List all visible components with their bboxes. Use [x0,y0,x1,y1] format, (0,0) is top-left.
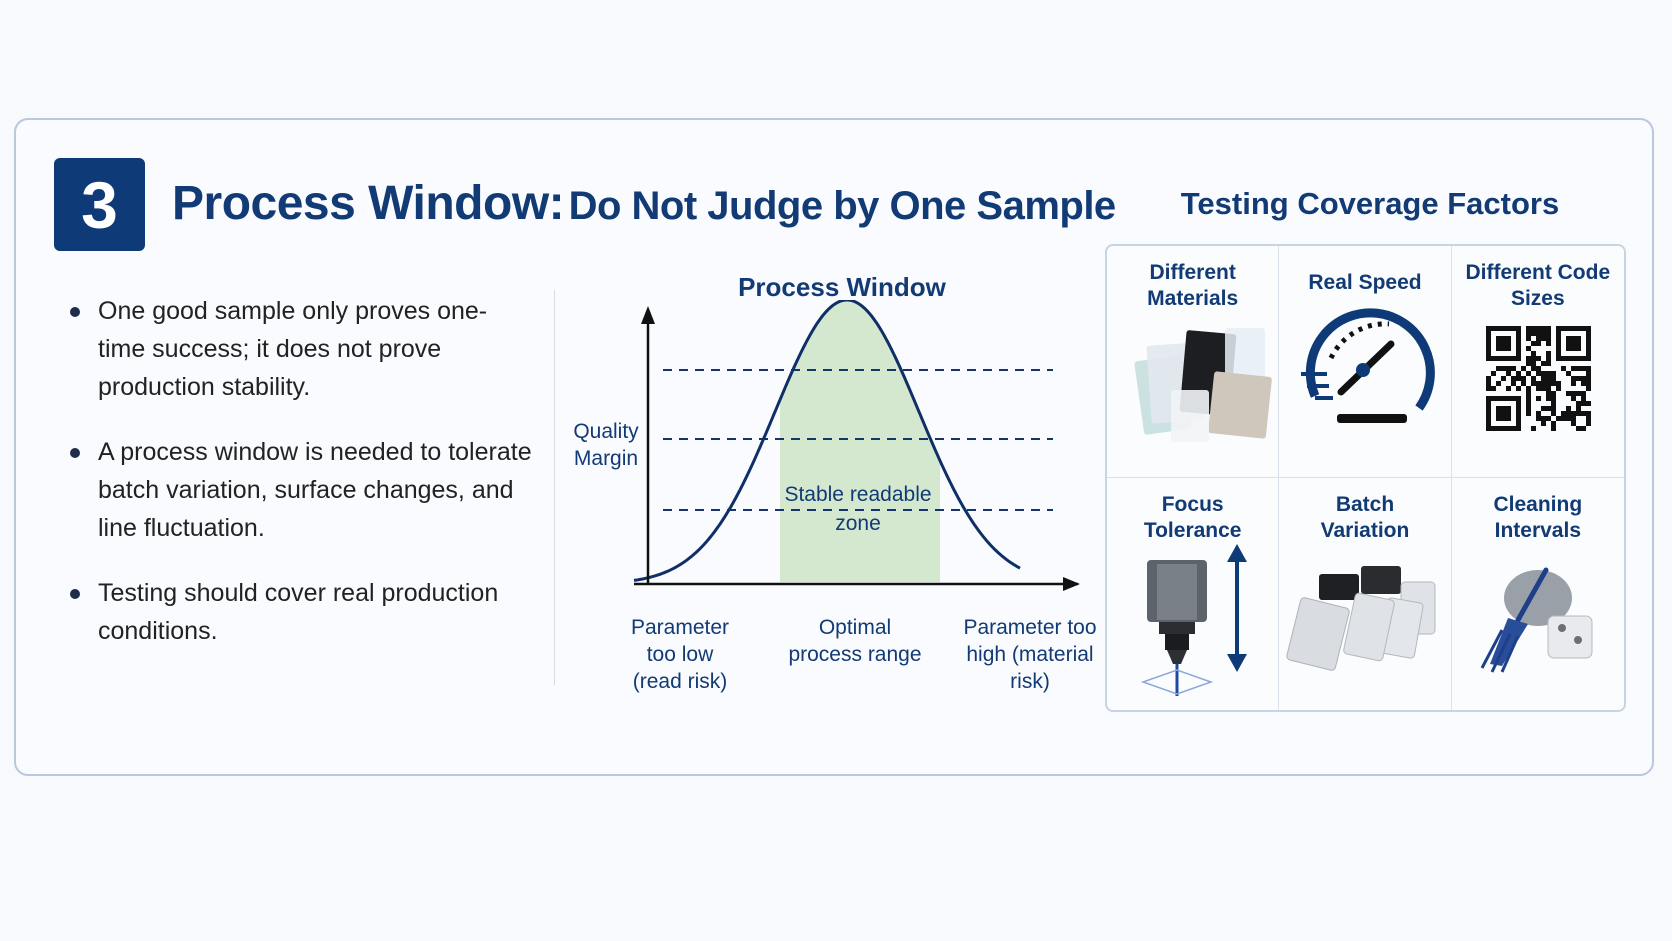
qr-code-icon [1485,326,1591,431]
factor-label: Batch Variation [1320,493,1410,542]
y-axis-label: Quality Margin [573,420,639,470]
factor-cell: Batch Variation [1279,478,1452,710]
bullet-item: Testing should cover real production con… [64,574,534,650]
laser-focus-icon [1140,544,1247,696]
x-region-label-low: Parameter too low (read risk) [630,616,730,693]
factor-cell: Focus Tolerance [1107,478,1280,710]
factor-cell: Cleaning Intervals [1452,478,1624,710]
bullet-item: One good sample only proves one-time suc… [64,292,534,406]
section-number-badge: 3 [54,158,145,251]
x-axis-arrow-icon [1063,577,1080,591]
factors-title: Testing Coverage Factors [1180,186,1560,221]
bullet-dot-icon [70,448,80,458]
factor-label: Cleaning Intervals [1493,493,1583,542]
bullet-item: A process window is needed to tolerate b… [64,433,534,547]
page-title: Process Window: Do Not Judge by One Samp… [172,176,1116,236]
bullet-list: One good sample only proves one-time suc… [64,292,534,677]
zone-label: Stable readable zone [784,483,932,535]
title-main: Process Window: [172,177,565,230]
bullet-dot-icon [70,589,80,599]
chart-title: Process Window [738,272,946,302]
factor-label: Different Code Sizes [1465,261,1611,310]
bullet-dot-icon [70,307,80,317]
speedometer-icon [1301,308,1436,423]
factor-cell: Different Materials [1107,246,1280,478]
factors-grid: Different Materials Real Speed Different… [1105,244,1626,712]
quality-curve [633,300,1021,582]
cleaning-brush-icon [1480,567,1593,673]
factor-cell: Different Code Sizes [1451,246,1624,478]
title-sub: Do Not Judge by One Sample [568,184,1117,228]
factor-label: Real Speed [1308,271,1422,294]
x-region-label-optimal: Optimal process range [788,616,922,666]
material-samples-icon [1134,328,1272,442]
stable-zone-area [780,300,940,582]
x-region-label-high: Parameter too high (material risk) [963,616,1097,693]
factor-label: Focus Tolerance [1143,493,1242,542]
factor-cell: Real Speed [1279,246,1452,478]
factor-label: Different Materials [1147,261,1239,310]
process-window-chart [633,300,1080,591]
batch-parts-icon [1286,566,1436,671]
section-divider [554,290,555,685]
y-axis-arrow-icon [641,306,655,324]
